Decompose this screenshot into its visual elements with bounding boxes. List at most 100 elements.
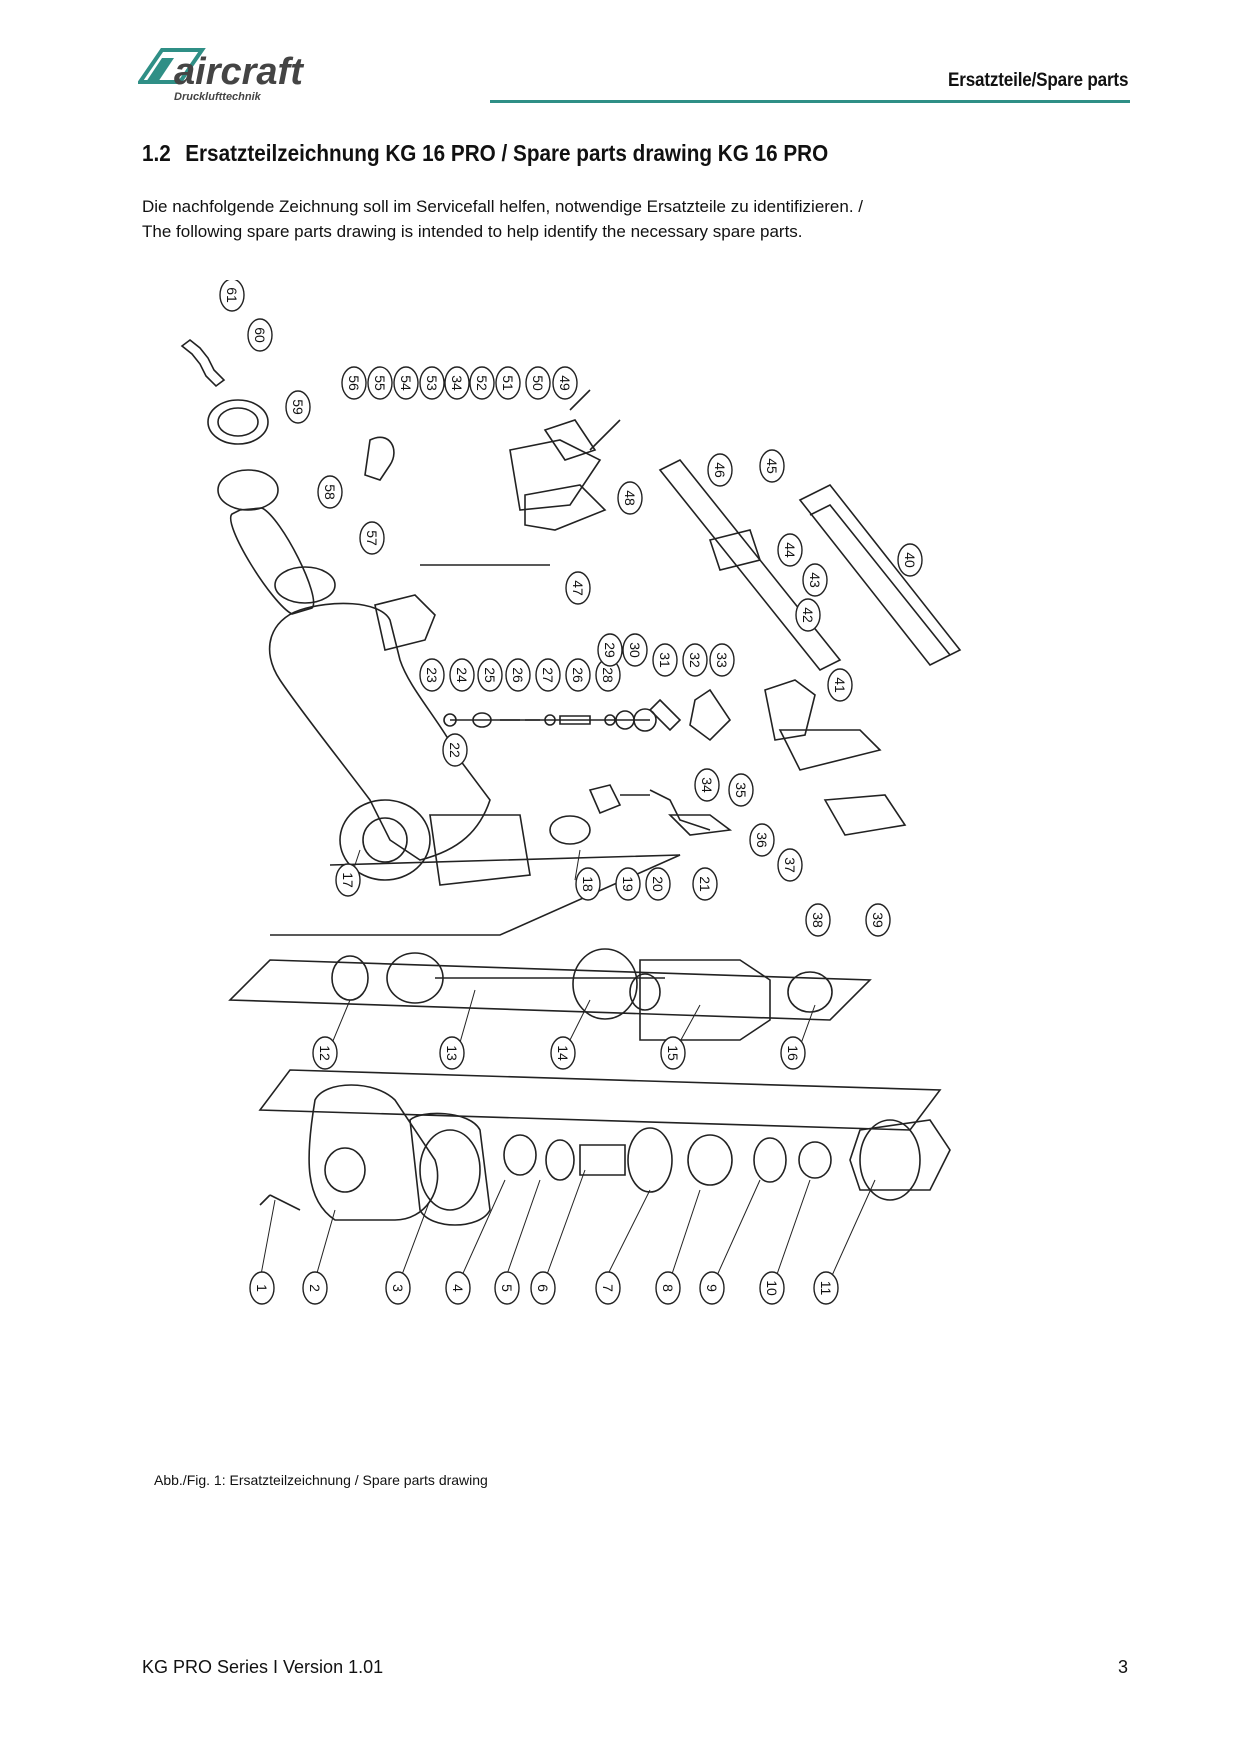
brand-subtitle: Drucklufttechnik: [174, 91, 262, 103]
callout-number: 6: [535, 1284, 551, 1292]
callout-number: 4: [450, 1284, 466, 1292]
callout-31: 31: [652, 643, 678, 677]
callout-number: 32: [687, 652, 703, 668]
callout-30: 30: [622, 633, 648, 667]
callout-34: 34: [444, 366, 470, 400]
callout-number: 9: [704, 1284, 720, 1292]
callout-number: 21: [697, 876, 713, 892]
callout-49: 49: [552, 366, 578, 400]
intro-line-en: The following spare parts drawing is int…: [142, 222, 803, 241]
callout-53: 53: [419, 366, 445, 400]
callout-number: 47: [570, 580, 586, 596]
callout-number: 17: [340, 872, 356, 888]
callout-41: 41: [827, 668, 853, 702]
callout-55: 55: [367, 366, 393, 400]
callout-number: 10: [764, 1280, 780, 1296]
callout-38: 38: [805, 903, 831, 937]
callout-number: 3: [390, 1284, 406, 1292]
callout-number: 15: [665, 1045, 681, 1061]
header-divider: [490, 100, 1130, 103]
callout-number: 60: [252, 327, 268, 343]
page-number: 3: [1117, 1657, 1128, 1677]
callout-27: 27: [535, 658, 561, 692]
exploded-view: 1234567891011121314151617181920212223242…: [180, 278, 962, 1305]
callout-number: 34: [699, 777, 715, 793]
callout-number: 2: [307, 1284, 323, 1292]
callout-number: 13: [444, 1045, 460, 1061]
callout-57: 57: [359, 521, 385, 555]
callout-11: 11: [813, 1271, 839, 1305]
callout-21: 21: [692, 867, 718, 901]
callout-36: 36: [749, 823, 775, 857]
callout-10: 10: [759, 1271, 785, 1305]
callout-number: 59: [290, 399, 306, 415]
callout-12: 12: [312, 1036, 338, 1070]
callout-51: 51: [495, 366, 521, 400]
callout-number: 7: [600, 1284, 616, 1292]
callout-number: 38: [810, 912, 826, 928]
callout-59: 59: [285, 390, 311, 424]
callout-6: 6: [530, 1271, 556, 1305]
callout-number: 19: [620, 876, 636, 892]
intro-text: Die nachfolgende Zeichnung soll im Servi…: [142, 194, 863, 244]
callout-number: 24: [454, 667, 470, 683]
callout-number: 37: [782, 857, 798, 873]
callout-number: 30: [627, 642, 643, 658]
callout-number: 57: [364, 530, 380, 546]
callout-28: 28: [595, 658, 621, 692]
page-title: 1.2 Ersatzteilzeichnung KG 16 PRO / Spare…: [142, 140, 828, 167]
logo-mark: aircraft Drucklufttechnik: [136, 48, 304, 103]
callout-number: 50: [530, 375, 546, 391]
callout-33: 33: [709, 643, 735, 677]
callout-number: 51: [500, 375, 516, 391]
callout-2: 2: [302, 1271, 328, 1305]
callout-number: 42: [800, 607, 816, 623]
callout-13: 13: [439, 1036, 465, 1070]
callout-34: 34: [694, 768, 720, 802]
callout-60: 60: [247, 318, 273, 352]
callout-number: 29: [602, 642, 618, 658]
callout-number: 45: [764, 458, 780, 474]
callout-23: 23: [419, 658, 445, 692]
callout-number: 1: [254, 1284, 270, 1292]
callout-4: 4: [445, 1271, 471, 1305]
section-title-text: Ersatzteilzeichnung KG 16 PRO / Spare pa…: [185, 140, 829, 166]
callout-number: 26: [510, 667, 526, 683]
callout-58: 58: [317, 475, 343, 509]
callout-37: 37: [777, 848, 803, 882]
callout-56: 56: [341, 366, 367, 400]
callout-number: 43: [807, 572, 823, 588]
callout-number: 39: [870, 912, 886, 928]
callout-46: 46: [707, 453, 733, 487]
callout-20: 20: [645, 867, 671, 901]
callout-54: 54: [393, 366, 419, 400]
callout-32: 32: [682, 643, 708, 677]
callout-number: 35: [733, 782, 749, 798]
aircraft-logo: aircraft Drucklufttechnik: [136, 44, 378, 110]
callout-number: 16: [785, 1045, 801, 1061]
section-number: 1.2: [142, 140, 171, 166]
callout-43: 43: [802, 563, 828, 597]
callout-9: 9: [699, 1271, 725, 1305]
callout-number: 46: [712, 462, 728, 478]
callout-number: 27: [540, 667, 556, 683]
callout-15: 15: [660, 1036, 686, 1070]
callout-19: 19: [615, 867, 641, 901]
callout-number: 25: [482, 667, 498, 683]
callout-26: 26: [505, 658, 531, 692]
callout-number: 49: [557, 375, 573, 391]
callout-48: 48: [617, 481, 643, 515]
callout-number: 18: [580, 876, 596, 892]
callout-number: 33: [714, 652, 730, 668]
callout-number: 52: [474, 375, 490, 391]
callout-number: 5: [499, 1284, 515, 1292]
callout-5: 5: [494, 1271, 520, 1305]
callout-22: 22: [442, 733, 468, 767]
callout-14: 14: [550, 1036, 576, 1070]
callout-number: 12: [317, 1045, 333, 1061]
callout-29: 29: [597, 633, 623, 667]
callout-number: 55: [372, 375, 388, 391]
callout-25: 25: [477, 658, 503, 692]
callout-35: 35: [728, 773, 754, 807]
